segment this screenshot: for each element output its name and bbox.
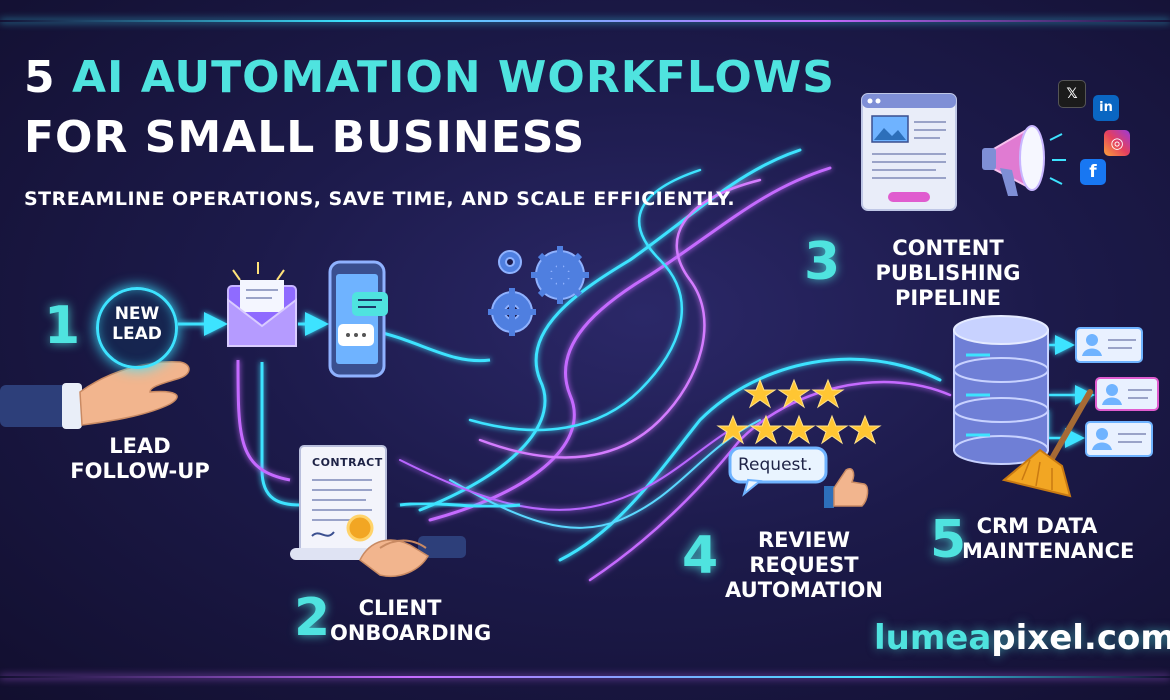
star-icon (782, 414, 816, 445)
contact-card (1075, 327, 1143, 363)
workflow-4-label: REVIEW REQUEST AUTOMATION (714, 528, 894, 603)
broom-icon (1001, 389, 1093, 498)
x-icon: 𝕏 (1058, 80, 1086, 108)
webpage-content-icon (861, 93, 957, 211)
stream-cyan-4 (449, 419, 761, 529)
workflow-2-label: CLIENT ONBOARDING (330, 596, 492, 646)
workflow-5-label-line-1: CRM DATA (976, 514, 1098, 538)
instagram-icon: ◎ (1104, 130, 1130, 156)
workflow-5-number: 5 (930, 510, 967, 570)
star-icon (743, 378, 777, 409)
megaphone-icon (982, 125, 1066, 196)
review-request-text: Request. (738, 455, 813, 475)
workflow-2-label-line-2: ONBOARDING (330, 621, 492, 645)
facebook-icon: f (1080, 159, 1106, 185)
workflow-4-number: 4 (682, 526, 719, 586)
star-icon (811, 378, 845, 409)
stream-cyan-2 (468, 168, 702, 432)
star-icon (716, 414, 750, 445)
rating-stars (716, 378, 882, 445)
workflow-4-label-line-1: REVIEW REQUEST (749, 528, 859, 577)
workflow-3-label: CONTENT PUBLISHING PIPELINE (838, 236, 1058, 311)
workflow2-out-connector (399, 502, 521, 508)
contact-card (1095, 377, 1159, 411)
star-icon (749, 414, 783, 445)
neon-streams (399, 148, 952, 582)
review-request-bubble (728, 446, 828, 497)
brand-part-1: lumea (874, 618, 992, 658)
contract-document-icon (290, 445, 390, 560)
bottom-neon-line (0, 676, 1170, 678)
workflow-1-label: LEAD FOLLOW-UP (70, 434, 210, 484)
workflow-1-label-line-1: LEAD (109, 434, 171, 458)
handshake-icon (359, 536, 466, 577)
workflow-2-label-line-1: CLIENT (358, 596, 442, 620)
badge-line-1: NEW (114, 304, 160, 324)
smartphone-chat-icon (328, 260, 388, 378)
top-neon-line (0, 20, 1170, 22)
headline-number: 5 (24, 52, 56, 103)
workflow-3-label-line-1: CONTENT PUBLISHING (875, 236, 1021, 285)
workflow-4-label-line-2: AUTOMATION (725, 578, 883, 602)
headline-accent: AI AUTOMATION WORKFLOWS (71, 52, 835, 103)
workflow2-connector (236, 359, 291, 482)
sparkle-lines (232, 262, 285, 281)
workflow-5-label: CRM DATA MAINTENANCE (962, 514, 1135, 564)
envelope-icon (227, 262, 297, 347)
workflow-3-label-line-2: PIPELINE (894, 286, 1002, 310)
star-icon (848, 414, 882, 445)
headline-line-2: FOR SMALL BUSINESS (24, 112, 586, 163)
database-icon (953, 315, 1049, 465)
contact-card (1085, 421, 1153, 457)
workflow-3-number: 3 (804, 232, 841, 292)
subtitle: STREAMLINE OPERATIONS, SAVE TIME, AND SC… (24, 188, 736, 210)
open-hand-icon (0, 361, 190, 429)
workflow-1-label-line-2: FOLLOW-UP (70, 459, 210, 483)
headline-line-1: 5 AI AUTOMATION WORKFLOWS (24, 52, 835, 103)
star-icon (815, 414, 849, 445)
stream-purple-1 (428, 166, 832, 522)
new-lead-badge: NEW LEAD (96, 287, 178, 369)
workflow-1-number: 1 (44, 296, 81, 356)
stream-purple-4 (399, 429, 731, 511)
badge-line-2: LEAD (112, 324, 162, 344)
contact-cards (1075, 327, 1159, 457)
workflow-2-number: 2 (294, 588, 331, 648)
brand-part-2: pixel.com (991, 618, 1170, 658)
brand-wordmark: lumeapixel.com (874, 618, 1170, 658)
stream-purple-2 (478, 178, 762, 459)
contract-label: CONTRACT (312, 456, 383, 469)
thumbs-up-icon (824, 468, 869, 508)
linkedin-icon: in (1093, 95, 1119, 121)
new-lead-badge-text: NEW LEAD (99, 304, 175, 344)
star-icon (777, 378, 811, 409)
gears-icon (488, 246, 589, 336)
workflow-5-label-line-2: MAINTENANCE (962, 539, 1135, 563)
